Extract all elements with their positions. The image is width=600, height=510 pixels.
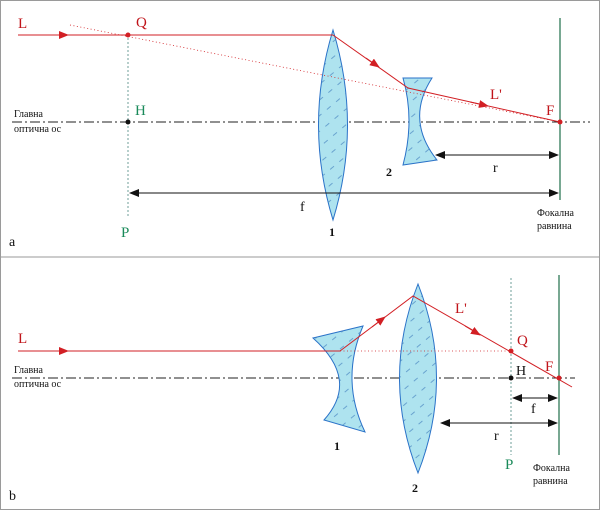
ray-l-prime-label-a: L' xyxy=(490,87,502,103)
lens-2-label-a: 2 xyxy=(386,165,392,179)
refracted-ray-b-arrow1 xyxy=(371,316,386,328)
point-f-label-a: F xyxy=(546,103,554,119)
lens-1-b-hatch xyxy=(313,326,365,432)
panel-b: Главна оптична ос P Фокална равнина 1 2 … xyxy=(9,275,575,504)
focal-plane-label-a-line1: Фокална xyxy=(537,208,574,219)
plane-p-label-a: P xyxy=(121,225,129,241)
point-q-a xyxy=(125,32,131,38)
point-f-a xyxy=(557,119,563,125)
axis-label-a-line1: Главна xyxy=(14,109,44,120)
plane-p-label-b: P xyxy=(505,457,513,473)
panel-letter-b: b xyxy=(9,489,16,504)
lens-1-label-a: 1 xyxy=(329,225,335,239)
point-f-label-b: F xyxy=(545,359,553,375)
lens-2-b-hatch xyxy=(399,284,437,473)
dimension-f-label-b: f xyxy=(531,402,536,417)
point-q-label-a: Q xyxy=(136,15,147,31)
panel-letter-a: a xyxy=(9,235,16,250)
point-h-label-b: H xyxy=(516,364,526,379)
axis-label-b-line1: Главна xyxy=(14,365,44,376)
refracted-ray-b xyxy=(339,295,573,388)
point-q-b xyxy=(508,348,514,354)
refracted-ray-a xyxy=(332,34,561,123)
dimension-r-label-b: r xyxy=(494,429,499,444)
ray-l-label-b: L xyxy=(18,331,27,347)
lens-1-label-b: 1 xyxy=(334,439,340,453)
lens-2-label-b: 2 xyxy=(412,481,418,495)
lens-1-a-hatch xyxy=(318,30,348,220)
point-h-b xyxy=(508,375,514,381)
lens-2-a-hatch xyxy=(403,78,437,165)
panel-a: Главна оптична ос P Фокална равнина 1 2 … xyxy=(9,15,590,250)
axis-label-a-line2: оптична ос xyxy=(14,124,62,135)
focal-plane-label-b-line1: Фокална xyxy=(533,463,570,474)
point-h-label-a: H xyxy=(135,103,146,119)
dimension-r-label-a: r xyxy=(493,161,498,176)
axis-label-b-line2: оптична ос xyxy=(14,379,62,390)
focal-plane-label-b-line2: равнина xyxy=(533,476,568,487)
refracted-ray-b-arrow2 xyxy=(464,325,481,336)
refracted-ray-a-arrow1 xyxy=(365,57,380,68)
point-f-b xyxy=(556,375,562,381)
ray-l-label-a: L xyxy=(18,16,27,32)
point-q-label-b: Q xyxy=(517,333,528,349)
refracted-ray-a-arrow2 xyxy=(469,100,489,108)
focal-plane-label-a-line2: равнина xyxy=(537,221,572,232)
dimension-f-label-a: f xyxy=(300,200,305,215)
ray-l-prime-label-b: L' xyxy=(455,301,467,317)
point-h-a xyxy=(125,119,131,125)
